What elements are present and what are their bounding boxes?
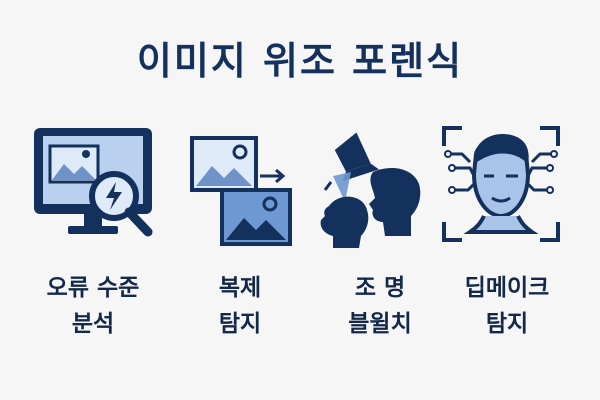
duplicate-images-icon [186, 132, 296, 247]
label-deepfake-detection: 딥메이크 탐지 [464, 275, 550, 337]
lighting-heads-icon [315, 124, 435, 249]
label-clone-detection: 복제 탐지 [218, 275, 262, 337]
label-lighting-inconsistency: 조 명 블윌치 [348, 275, 412, 337]
magnifier-on-monitor-icon [28, 124, 158, 244]
face-scan-icon [440, 124, 562, 244]
page-title: 이미지 위조 포렌식 [136, 39, 464, 83]
label-error-level-analysis: 오류 수준 분석 [46, 275, 140, 337]
